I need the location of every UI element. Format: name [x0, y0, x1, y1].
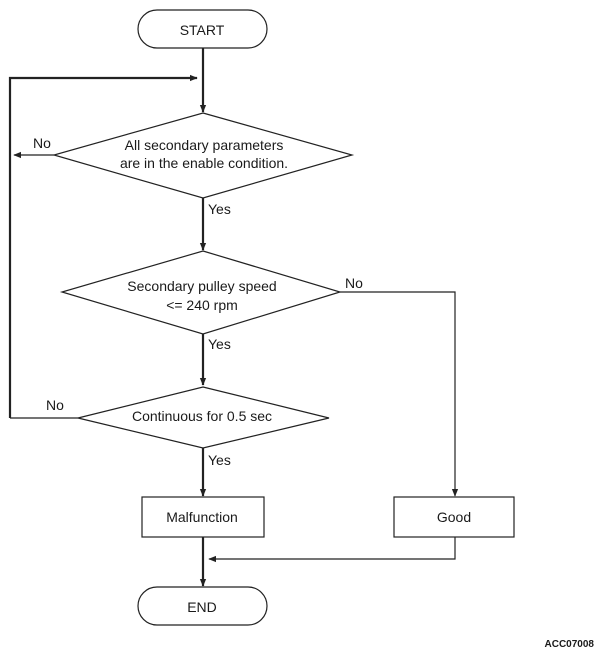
start-terminal: START — [137, 9, 268, 49]
pulley-speed-line1: Secondary pulley speed — [127, 278, 276, 294]
d1-yes-label: Yes — [208, 201, 231, 217]
good-to-end-connector — [208, 537, 456, 563]
d2-yes-label: Yes — [208, 336, 231, 352]
end-terminal: END — [137, 586, 268, 626]
enable-condition-decision: All secondary parameters are in the enab… — [51, 112, 355, 199]
good-box: Good — [393, 496, 515, 538]
malfunction-label: Malfunction — [166, 509, 238, 525]
enable-condition-line1: All secondary parameters — [125, 137, 284, 153]
start-label: START — [180, 22, 225, 38]
pulley-speed-decision: Secondary pulley speed <= 240 rpm — [59, 250, 343, 335]
connectors — [8, 48, 459, 587]
end-label: END — [187, 599, 217, 615]
d2-no-connector — [340, 291, 459, 497]
figure-code: ACC07008 — [545, 639, 595, 650]
enable-condition-line2: are in the enable condition. — [120, 155, 288, 171]
loop-return-connector — [8, 74, 198, 418]
continuous-duration-decision: Continuous for 0.5 sec — [77, 386, 330, 449]
d1-no-label: No — [33, 135, 51, 151]
continuous-duration-label: Continuous for 0.5 sec — [132, 408, 272, 424]
d2-no-label: No — [345, 275, 363, 291]
d3-no-label: No — [46, 397, 64, 413]
malfunction-box: Malfunction — [141, 496, 265, 538]
good-label: Good — [437, 509, 471, 525]
d3-yes-label: Yes — [208, 452, 231, 468]
pulley-speed-line2: <= 240 rpm — [166, 297, 238, 313]
